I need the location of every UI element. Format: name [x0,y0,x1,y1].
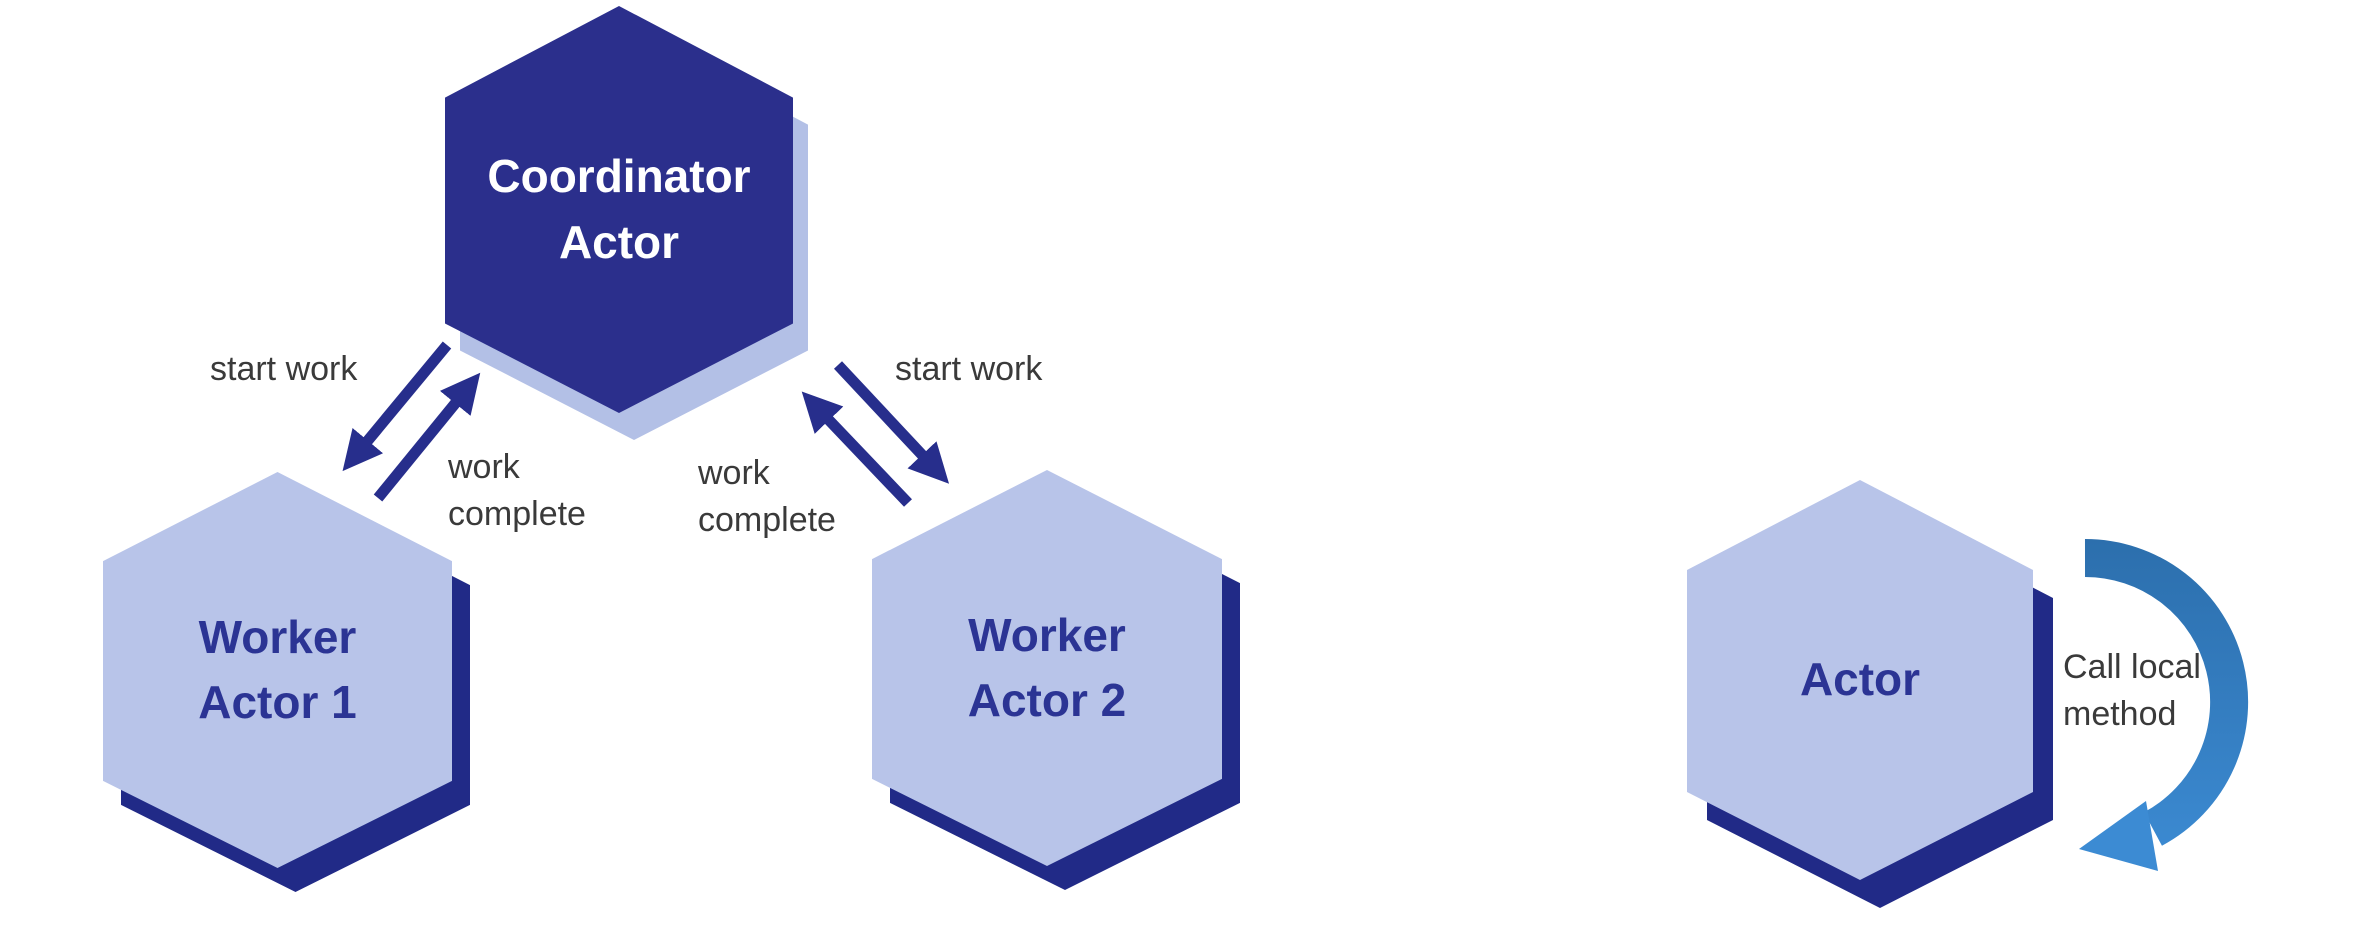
work-complete-left-label: work complete [448,448,586,533]
coordinator-label: Coordinator Actor [487,150,751,268]
node-coordinator-actor: Coordinator Actor [445,6,808,440]
start-work-left-label: start work [210,350,358,388]
work-complete-right-label: work complete [698,454,836,539]
node-actor: Actor [1687,480,2053,908]
worker-actor-2-label: Worker Actor 2 [967,608,1127,726]
worker-actor-2-hexagon: Worker Actor 2 [872,470,1222,866]
coordinator-hexagon: Coordinator Actor [445,6,793,413]
node-worker-actor-1: Worker Actor 1 [103,472,470,892]
start-work-right-label: start work [895,350,1043,388]
node-worker-actor-2: Worker Actor 2 [872,470,1240,890]
worker-actor-1-hexagon: Worker Actor 1 [103,472,452,868]
start-work-left-arrow-icon [342,341,452,472]
actor-label: Actor [1799,653,1921,706]
worker-actor-1-label: Worker Actor 1 [198,610,357,728]
call-local-method-arrowhead-icon [2079,801,2158,871]
actor-hexagon: Actor [1687,480,2033,880]
call-local-method-label: Call local method [2063,648,2201,733]
